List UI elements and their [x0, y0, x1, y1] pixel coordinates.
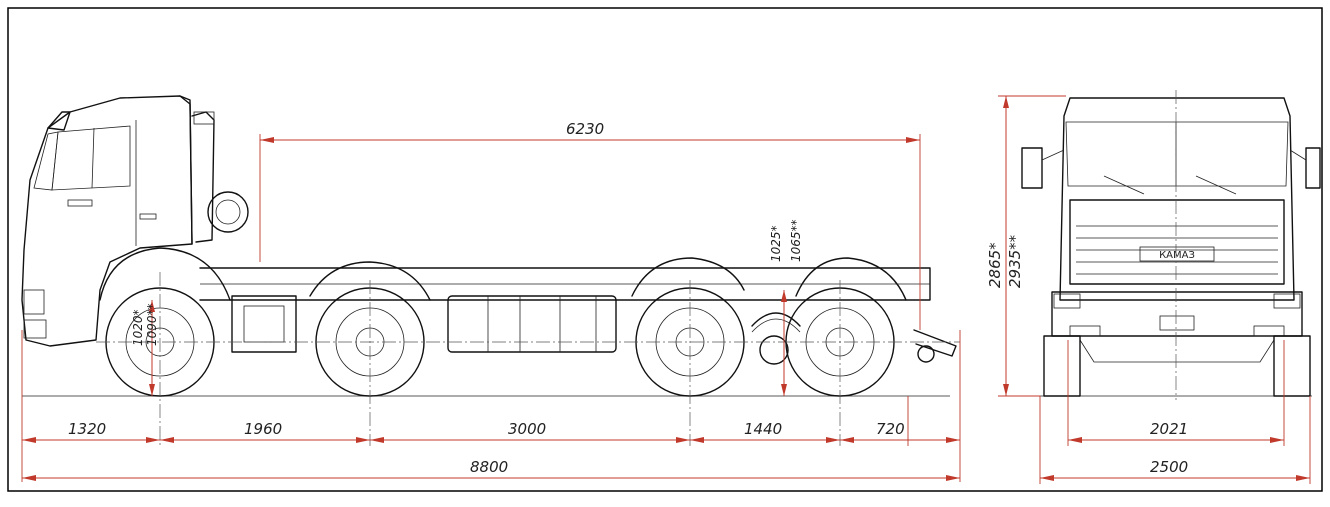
rear-spring-leaf — [751, 318, 801, 333]
wiper-left — [1103, 175, 1145, 195]
arrow — [840, 437, 854, 443]
label-wheelbase-2-3: 3000 — [508, 420, 546, 438]
label-frame-height-rear-a: 1025* — [769, 225, 783, 262]
grille-badge-text: КАМАЗ — [1159, 250, 1195, 261]
mirror-right — [1305, 147, 1321, 189]
door-handle — [139, 213, 157, 220]
label-overall-length: 8800 — [470, 458, 508, 476]
arrow — [22, 475, 36, 481]
bumper-side — [23, 319, 47, 339]
label-frame-height-a: 1020* — [131, 309, 145, 346]
label-wheelbase-3-4: 1440 — [744, 420, 782, 438]
wiper-right — [1195, 175, 1237, 195]
arrow — [160, 437, 174, 443]
arrow — [22, 437, 36, 443]
mirror-arm-left — [1041, 149, 1065, 161]
front-view-truck: КАМАЗ — [1010, 90, 1321, 400]
front-view-dimensions: 2865* 2935** 2021 2500 — [986, 95, 1311, 484]
arrow — [146, 437, 160, 443]
spare-wheel — [207, 191, 249, 233]
cab-rear — [179, 95, 193, 245]
mirror-arm-right — [1289, 149, 1307, 161]
arrow — [149, 384, 155, 396]
label-width: 2500 — [1150, 458, 1188, 476]
arrow — [781, 384, 787, 396]
plate-holder — [1159, 315, 1195, 331]
foglight-left — [1069, 325, 1101, 337]
arrow — [1296, 475, 1310, 481]
third-fender — [631, 257, 745, 297]
arrow — [906, 137, 920, 143]
label-wheelbase-1-2: 1960 — [244, 420, 282, 438]
arrow — [1068, 437, 1082, 443]
tow-hook — [913, 329, 957, 357]
arrow — [946, 437, 960, 443]
front-bumper — [1051, 291, 1303, 337]
transfer-case — [231, 295, 297, 353]
front-grille — [1069, 199, 1285, 285]
fuel-tank — [447, 295, 617, 353]
cab-side-window — [51, 125, 131, 191]
label-height-a: 2865* — [986, 242, 1004, 288]
grille-badge-plate — [1139, 246, 1215, 262]
arrow — [781, 290, 787, 302]
arrow — [356, 437, 370, 443]
arrow — [1003, 384, 1009, 396]
label-frame-height-b: 1090** — [145, 303, 159, 346]
front-wheel-left — [1043, 335, 1081, 397]
arrow — [1270, 437, 1284, 443]
windshield — [33, 131, 59, 191]
arrow — [676, 437, 690, 443]
label-front-overhang: 1320 — [68, 420, 106, 438]
transfer-case-detail — [243, 305, 285, 343]
label-frame-length: 6230 — [566, 120, 604, 138]
arrow — [149, 300, 155, 312]
second-fender — [309, 261, 431, 301]
front-cab-outline — [1059, 97, 1295, 301]
mirror-left — [1021, 147, 1043, 189]
arrow — [946, 475, 960, 481]
side-view-truck — [21, 95, 960, 446]
cab-logo-plate — [67, 199, 93, 207]
front-fender — [99, 247, 231, 301]
arrow — [370, 437, 384, 443]
drawing-frame — [7, 7, 1323, 492]
label-track: 2021 — [1150, 420, 1188, 438]
intake-cap — [193, 111, 215, 125]
front-windshield — [1065, 121, 1289, 187]
arrow — [826, 437, 840, 443]
front-underbody — [1079, 339, 1275, 363]
fourth-fender — [795, 257, 907, 301]
arrow — [690, 437, 704, 443]
arrow — [260, 137, 274, 143]
foglight-right — [1253, 325, 1285, 337]
arrow — [1003, 96, 1009, 108]
headlight-left — [1053, 293, 1081, 309]
cab-roof-edge — [47, 111, 71, 131]
headlight-right — [1273, 293, 1301, 309]
rear-spring-mount — [759, 335, 789, 365]
side-view-dimensions: 6230 1320 1960 3000 1440 720 8800 1020* … — [21, 120, 961, 482]
label-height-b: 2935** — [1006, 234, 1024, 288]
spare-wheel-hub — [215, 199, 241, 225]
label-frame-height-rear-b: 1065** — [789, 219, 803, 262]
label-rear-overhang: 720 — [876, 420, 905, 438]
front-wheel-right — [1273, 335, 1311, 397]
window-pillar — [91, 127, 95, 189]
headlight-side — [23, 289, 45, 315]
rear-spring — [751, 312, 801, 327]
arrow — [1040, 475, 1054, 481]
tow-eye — [917, 345, 935, 363]
